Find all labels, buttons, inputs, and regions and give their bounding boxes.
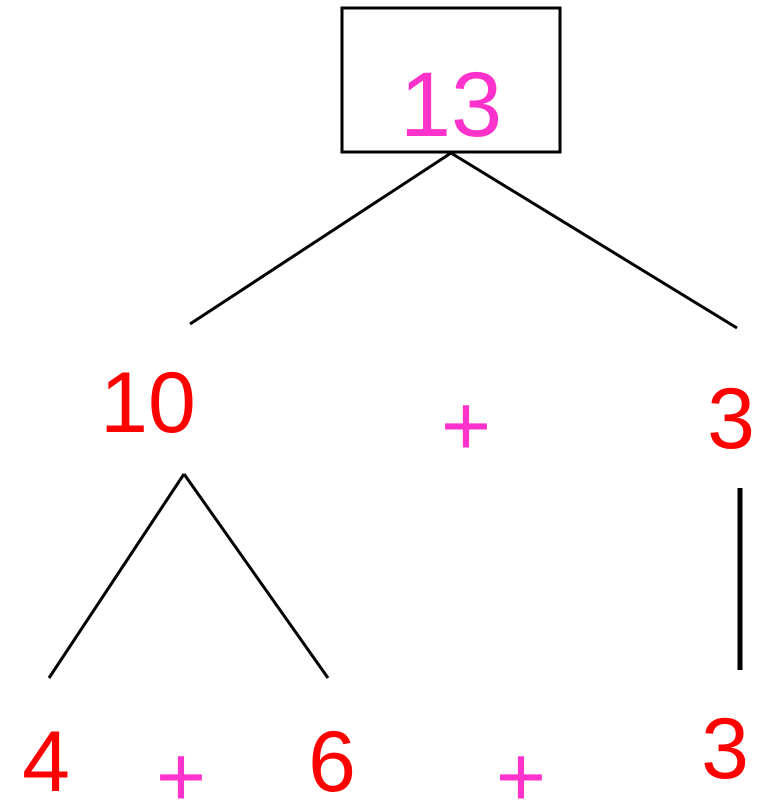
part-right-value: 3 [707,371,755,467]
plus-operator-right: + [496,729,546,806]
addend-b-value: 6 [308,714,356,806]
part-left-value: 10 [100,355,196,451]
total-box [340,6,562,154]
connector-left-to-a [47,473,186,679]
connector-left-to-b [182,473,330,679]
addend-a-value: 4 [22,714,70,806]
connector-root-to-right [450,151,738,330]
connector-root-to-left [189,151,452,326]
plus-operator-left: + [156,729,206,806]
plus-operator-middle: + [441,378,491,474]
total-value: 13 [400,54,502,156]
addend-c-value: 3 [701,701,749,797]
